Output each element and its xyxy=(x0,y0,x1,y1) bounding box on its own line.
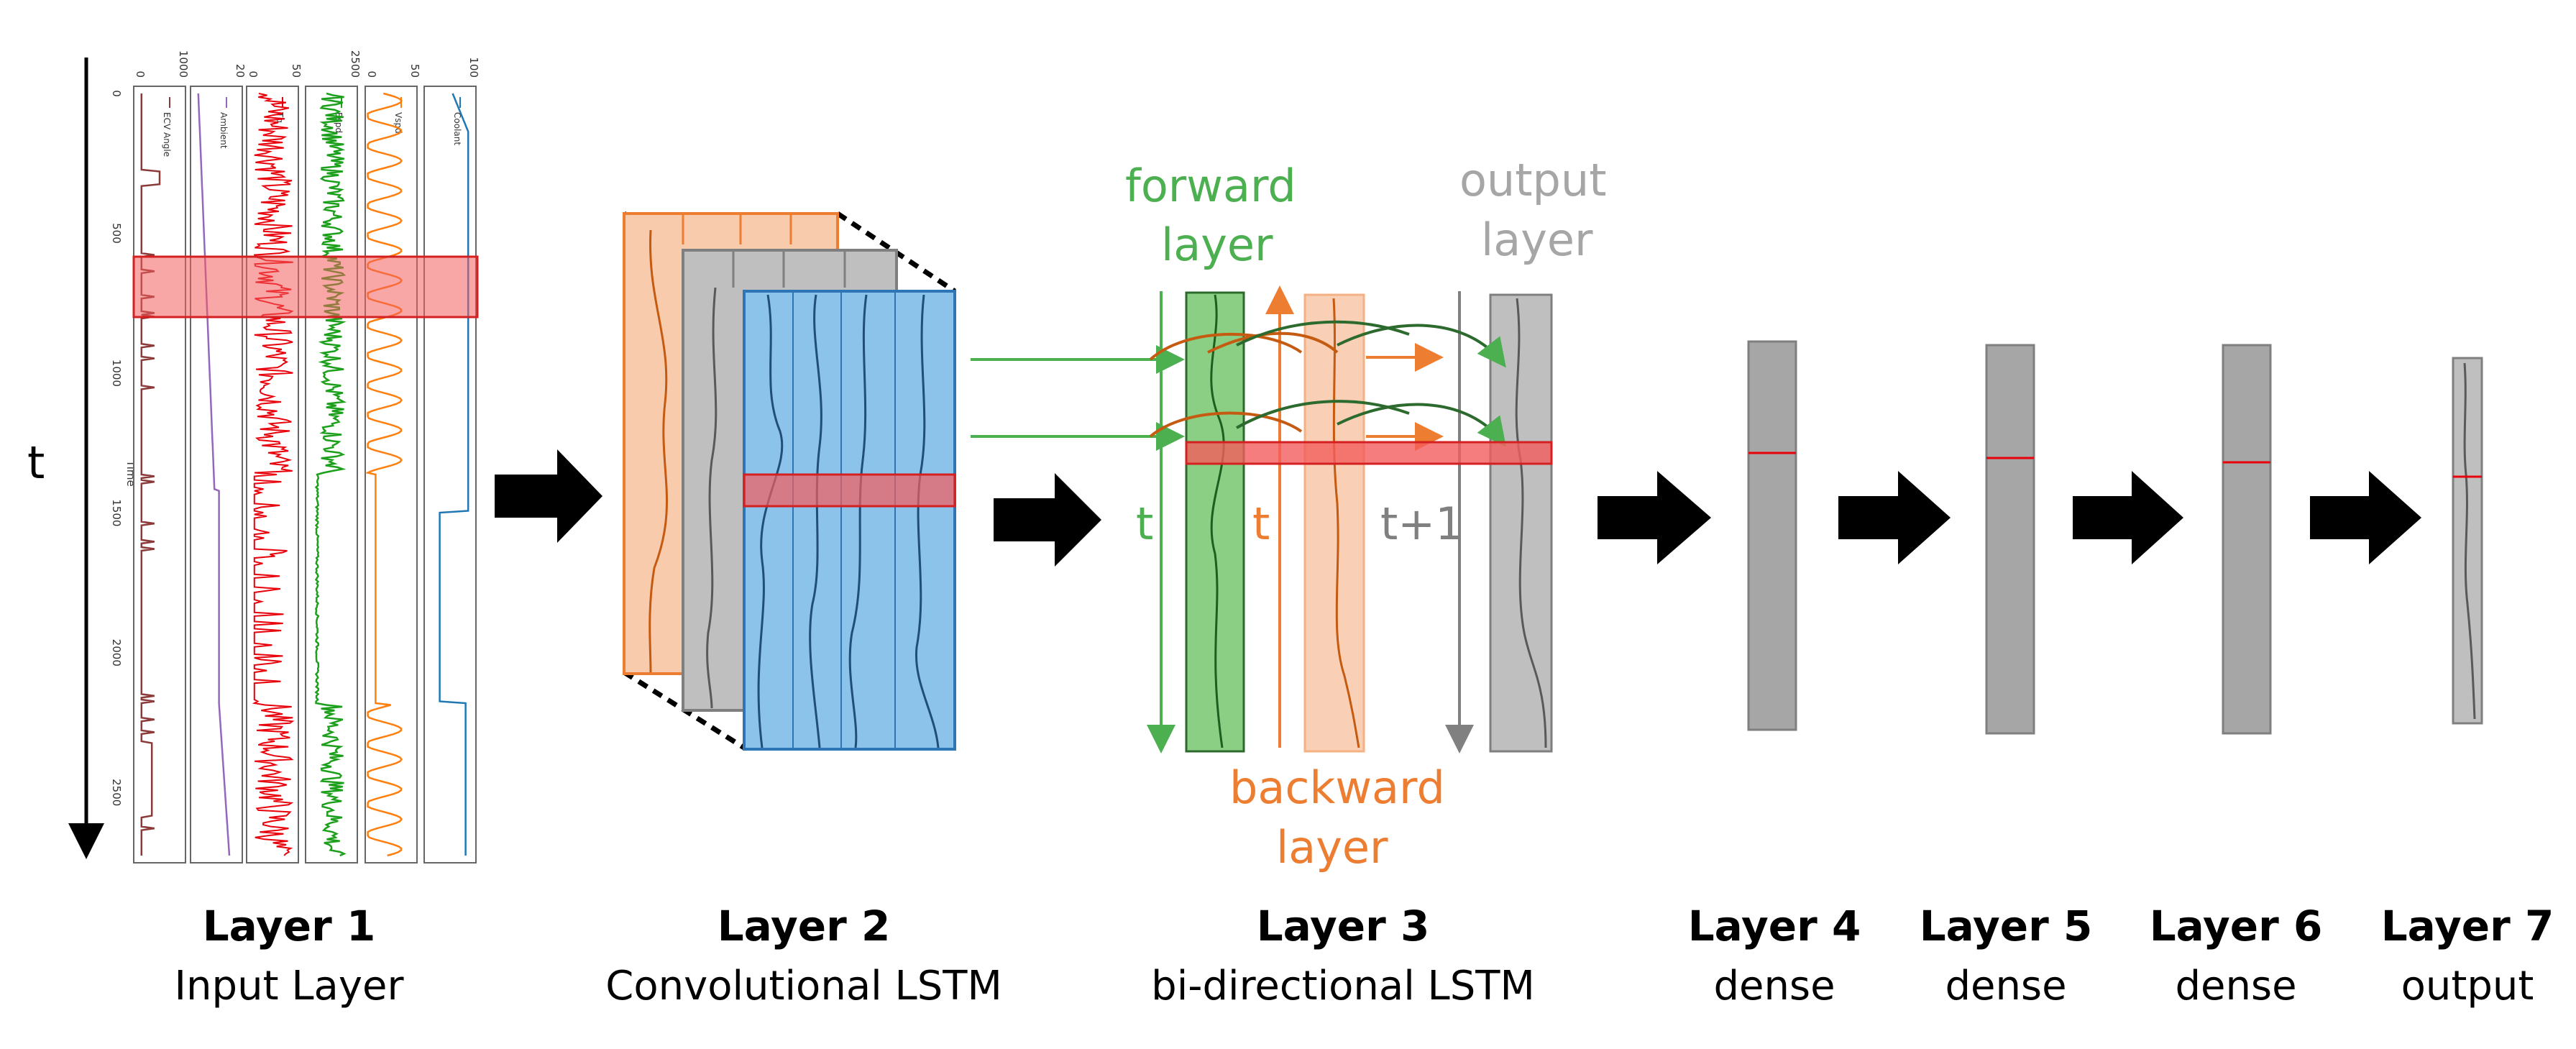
caption-layer2-sub: Convolutional LSTM xyxy=(605,963,1002,1009)
layer7-output xyxy=(2452,357,2483,725)
flow-arrow-6 xyxy=(2310,471,2421,564)
caption-layer1-sub: Input Layer xyxy=(175,963,405,1009)
bilstm-output-layer xyxy=(1489,293,1553,753)
time-tick-label: 2500 xyxy=(110,779,123,806)
time-axis-symbol: t xyxy=(27,436,45,489)
caption-layer4-sub: dense xyxy=(1713,963,1835,1009)
caption-layer6-title: Layer 6 xyxy=(2150,902,2323,950)
backward-layer xyxy=(1303,293,1365,753)
forward-layer xyxy=(1185,291,1245,753)
panel-legend-label: Ambient xyxy=(219,112,229,149)
panel-top-tick: 100 xyxy=(467,57,480,78)
time-tick-label: 500 xyxy=(110,223,123,244)
panel-top-tick: 20 xyxy=(234,64,247,78)
output-label-line2: layer xyxy=(1481,214,1593,266)
caption-layer2-title: Layer 2 xyxy=(718,902,891,950)
panel-zero-tick: 0 xyxy=(365,70,378,78)
caption-layer3-title: Layer 3 xyxy=(1257,902,1430,950)
backward-time-label: t xyxy=(1252,498,1270,550)
panel-zero-tick: 0 xyxy=(134,70,147,78)
caption-layer5-title: Layer 5 xyxy=(1920,902,2093,950)
time-tick-label: 2000 xyxy=(110,639,123,666)
panel-legend-label: Vspd xyxy=(393,112,403,134)
panel-legend-label: ECV Angle xyxy=(162,112,172,157)
layer5-dense xyxy=(1985,344,2035,735)
flow-arrow-1 xyxy=(495,449,602,543)
panel-legend-label: Espd xyxy=(334,112,344,133)
layer-captions: Layer 1 Input Layer Layer 2 Convolutiona… xyxy=(175,902,2554,1009)
caption-layer6-sub: dense xyxy=(2175,963,2296,1009)
panel-legend-label: Coolant xyxy=(452,112,462,145)
bilstm-highlight-window xyxy=(1185,441,1553,465)
layer6-dense xyxy=(2222,344,2272,735)
flow-arrow-2 xyxy=(994,473,1101,567)
input-highlight-window xyxy=(132,255,479,319)
backward-label-line1: backward xyxy=(1229,761,1445,814)
panel-top-tick: 2500 xyxy=(349,50,362,78)
layer4-dense xyxy=(1747,340,1797,731)
caption-layer1-title: Layer 1 xyxy=(203,902,376,950)
caption-layer7-sub: output xyxy=(2401,963,2534,1009)
caption-layer7-title: Layer 7 xyxy=(2381,902,2554,950)
forward-time-label: t xyxy=(1136,498,1153,550)
output-label-line1: output xyxy=(1459,154,1607,206)
time-ticks: 0 500 1000 1500 2000 2500 xyxy=(110,90,123,806)
forward-label-line1: forward xyxy=(1125,160,1296,212)
caption-layer3-sub: bi-directional LSTM xyxy=(1151,963,1535,1009)
time-tick-label: 1500 xyxy=(110,499,123,526)
caption-layer4-title: Layer 4 xyxy=(1688,902,1861,950)
caption-layer5-sub: dense xyxy=(1945,963,2066,1009)
backward-label-line2: layer xyxy=(1276,821,1388,874)
panel-top-tick: 50 xyxy=(290,64,303,78)
next-time-label: t+1 xyxy=(1380,498,1464,550)
time-tick-label: 0 xyxy=(110,90,123,97)
forward-label-line2: layer xyxy=(1161,219,1273,271)
feature-map-blue xyxy=(743,290,956,751)
panel-top-tick: 50 xyxy=(408,64,421,78)
layer2-conv-lstm xyxy=(623,211,956,751)
flow-arrow-3 xyxy=(1598,471,1711,564)
flow-arrow-4 xyxy=(1838,471,1951,564)
panel-top-tick: 1000 xyxy=(177,50,190,78)
conv-highlight-window xyxy=(743,473,956,508)
layer3-bilstm: t t t+1 xyxy=(971,154,1607,874)
flow-arrow-5 xyxy=(2073,471,2183,564)
panel-zero-tick: 0 xyxy=(247,70,260,78)
time-tick-label: 1000 xyxy=(110,359,123,387)
